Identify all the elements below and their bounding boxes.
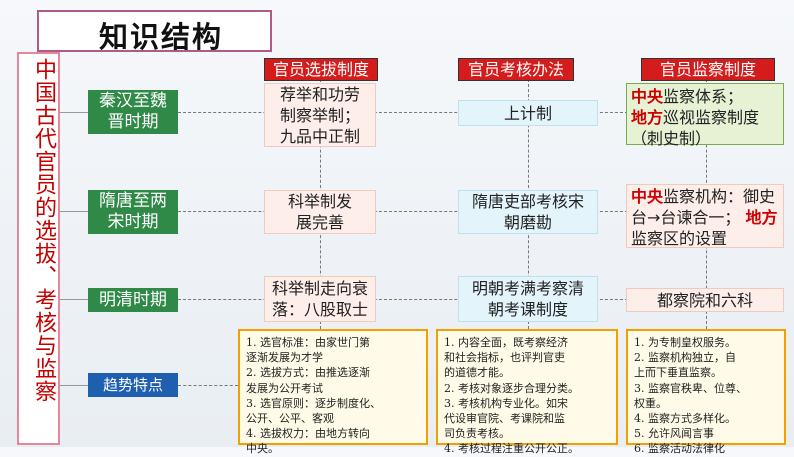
supervision-text: 巡视监察制度（刺史制）: [631, 108, 760, 148]
supervision-red-label: 地方: [631, 108, 664, 127]
supervision-red-label: 中央: [631, 87, 664, 106]
period-qinhan: 秦汉至魏晋时期: [88, 90, 178, 134]
left-title-column: 中国古代官员的选拔、考核与监察: [17, 52, 60, 445]
trend-line: 4. 选拔权力：由地方转向: [246, 427, 370, 441]
period-mingqing: 明清时期: [88, 288, 178, 312]
column-header-supervision: 官员监察制度: [641, 58, 775, 81]
trend-line: 2. 考核对象逐步合理分类。: [444, 381, 579, 395]
trend-supervision-box: 1. 为专制皇权服务。 2. 监察机构独立，自 上而下垂直监察。 3. 监察官秩…: [626, 329, 786, 455]
supervision-red-label: 中央: [631, 187, 664, 206]
trend-line: 发展为公开考试: [246, 381, 323, 395]
trend-line: 4. 监察方式多样化。: [634, 412, 736, 426]
trend-line: 1. 为专制皇权服务。: [634, 336, 736, 349]
trend-line: 代设审官院、考课院和监: [444, 412, 565, 426]
trend-line: 2. 监察机构独立，自: [634, 351, 736, 365]
trend-line: 3. 选官原则：逐步制度化、: [246, 396, 381, 410]
row-dash-line: [178, 211, 628, 212]
trend-line: 公开、公平、客观: [246, 412, 334, 426]
trend-assessment-box: 1. 内容全面，既考察经济 和社会指标，也评判官吏 的道德才能。 2. 考核对象…: [436, 329, 618, 455]
cell-assessment-3: 明朝考满考察清朝考课制度: [458, 276, 598, 322]
period-suitang: 隋唐至两宋时期: [88, 190, 178, 234]
column-header-assessment: 官员考核办法: [458, 58, 574, 81]
title-box: 知识结构: [37, 10, 272, 54]
trend-line: 权重。: [634, 396, 667, 410]
connector-line: [60, 211, 88, 212]
cell-selection-3: 科举制走向衰落：八股取士: [264, 276, 376, 322]
supervision-text: 监察机构：御史台→台谏合一；: [631, 187, 776, 227]
trend-line: 1. 选官标准：由家世门第: [246, 336, 370, 349]
trend-line: 中央。: [246, 442, 279, 456]
trend-line: 1. 内容全面，既考察经济: [444, 336, 568, 349]
trend-line: 2. 选拔方式：由推选逐渐: [246, 366, 370, 380]
column-header-selection: 官员选拔制度: [264, 58, 378, 81]
trend-line: 逐渐发展为才学: [246, 351, 323, 365]
row-dash-line: [178, 112, 628, 113]
page-title: 知识结构: [99, 20, 224, 54]
trend-line: 和社会指标，也评判官吏: [444, 351, 565, 365]
cell-supervision-2: 中央监察机构：御史台→台谏合一； 地方监察区的设置: [626, 184, 784, 248]
row-dash-line: [178, 385, 238, 386]
cell-supervision-1: 中央监察体系； 地方巡视监察制度（刺史制）: [626, 83, 784, 148]
trend-line: 司负责考核。: [444, 427, 510, 441]
connector-line: [60, 299, 88, 300]
trend-line: 3. 监察官秩卑、位尊、: [634, 381, 747, 395]
trend-line: 3. 考核机构专业化。如宋: [444, 396, 568, 410]
supervision-text: 监察体系；: [663, 87, 744, 106]
trend-selection-box: 1. 选官标准：由家世门第 逐渐发展为才学 2. 选拔方式：由推选逐渐 发展为公…: [238, 329, 428, 455]
trend-line: 6. 监察活动法律化: [634, 442, 725, 456]
row-dash-line: [178, 299, 628, 300]
connector-line: [60, 112, 88, 113]
cell-selection-1: 荐举和功劳制察举制；九品中正制: [264, 83, 376, 147]
left-title: 中国古代官员的选拔、考核与监察: [31, 58, 56, 403]
cell-assessment-2: 隋唐吏部考核宋朝磨勘: [458, 190, 598, 234]
supervision-text: 监察区的设置: [631, 229, 728, 248]
trend-label: 趋势特点: [88, 373, 178, 397]
connector-line: [60, 385, 88, 386]
trend-line: 5. 允许风闻言事: [634, 427, 714, 441]
cell-assessment-1: 上计制: [458, 100, 598, 126]
cell-supervision-3: 都察院和六科: [626, 288, 784, 312]
supervision-red-label: 地方: [745, 208, 778, 227]
trend-line: 的道德才能。: [444, 366, 510, 380]
trend-line: 4. 考核过程注重公开公正。: [444, 442, 579, 456]
cell-selection-2: 科举制发展完善: [264, 190, 376, 234]
trend-line: 上而下垂直监察。: [634, 366, 722, 380]
